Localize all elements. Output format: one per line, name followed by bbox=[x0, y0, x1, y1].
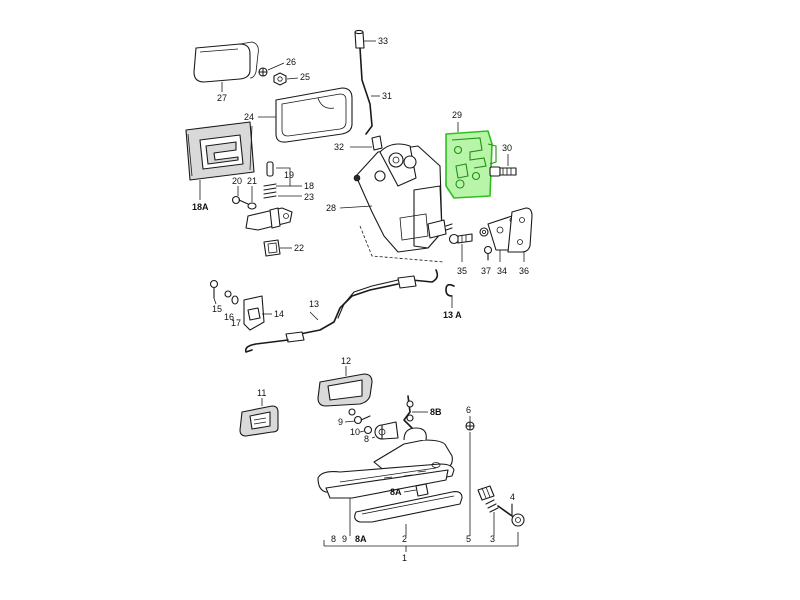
label-8A-mid: 8A bbox=[390, 487, 402, 497]
label-34: 34 bbox=[497, 266, 507, 276]
part-9-screw[interactable] bbox=[353, 415, 371, 425]
assembly-bracket bbox=[323, 432, 519, 552]
label-20: 20 bbox=[232, 176, 242, 186]
part-28-lock-mechanism[interactable] bbox=[353, 135, 453, 253]
part-22-clip[interactable] bbox=[263, 239, 281, 257]
part-26-screw[interactable] bbox=[258, 67, 268, 77]
label-27: 27 bbox=[217, 93, 227, 103]
part-8-lock-cylinder[interactable] bbox=[374, 421, 399, 440]
part-35-bolt[interactable] bbox=[448, 233, 473, 245]
part-15-screw[interactable] bbox=[209, 279, 219, 299]
leader-8 bbox=[371, 436, 376, 439]
label-bottom-9: 9 bbox=[342, 534, 347, 544]
part-27-handle-cap[interactable] bbox=[193, 41, 259, 83]
part-19-pin[interactable] bbox=[266, 161, 274, 177]
part-8B-lever[interactable] bbox=[403, 395, 414, 429]
part-20-screw[interactable] bbox=[231, 195, 249, 205]
part-21-bushing[interactable] bbox=[247, 202, 257, 210]
leader-10 bbox=[359, 430, 365, 433]
part-30-bolt[interactable] bbox=[489, 166, 517, 177]
label-13: 13 bbox=[309, 299, 319, 309]
label-12: 12 bbox=[341, 356, 351, 366]
part-36-striker-plate[interactable] bbox=[507, 207, 533, 253]
part-13-operating-rod[interactable] bbox=[244, 269, 439, 353]
leader-8A-mid bbox=[403, 489, 417, 493]
leader-25 bbox=[286, 77, 299, 80]
label-36: 36 bbox=[519, 266, 529, 276]
label-22: 22 bbox=[294, 243, 304, 253]
part-23-spring[interactable] bbox=[263, 183, 277, 199]
part-16-washer[interactable] bbox=[224, 290, 232, 298]
label-18A: 18A bbox=[192, 202, 209, 212]
part-14-bracket[interactable] bbox=[243, 295, 265, 331]
part-2-handle-trim[interactable] bbox=[354, 491, 463, 523]
part-12-gasket[interactable] bbox=[317, 373, 373, 407]
label-37: 37 bbox=[481, 266, 491, 276]
part-18A-gasket[interactable] bbox=[185, 121, 255, 181]
part-outer-door-handle[interactable] bbox=[317, 427, 455, 499]
bracket-18 bbox=[276, 167, 291, 187]
part-5-lock-pin[interactable] bbox=[477, 485, 495, 501]
label-bottom-1: 1 bbox=[402, 553, 407, 563]
label-31: 31 bbox=[382, 91, 392, 101]
label-21: 21 bbox=[247, 176, 257, 186]
part-37-screw[interactable] bbox=[483, 245, 493, 261]
part-13A-clip[interactable] bbox=[445, 283, 455, 297]
leader-26 bbox=[267, 62, 285, 71]
label-29: 29 bbox=[452, 110, 462, 120]
label-23: 23 bbox=[304, 192, 314, 202]
part-3-spring[interactable] bbox=[485, 499, 499, 513]
part-29-latch-plate-highlighted[interactable] bbox=[445, 130, 497, 199]
label-30: 30 bbox=[502, 143, 512, 153]
label-32: 32 bbox=[334, 142, 344, 152]
part-31-lock-rod[interactable] bbox=[359, 47, 373, 135]
label-9: 9 bbox=[338, 417, 343, 427]
label-18: 18 bbox=[304, 181, 314, 191]
label-8: 8 bbox=[364, 434, 369, 444]
part-6-screw[interactable] bbox=[465, 421, 475, 431]
part-25-nut[interactable] bbox=[273, 72, 287, 86]
label-bottom-5: 5 bbox=[466, 534, 471, 544]
label-13A: 13 A bbox=[443, 310, 462, 320]
label-15: 15 bbox=[212, 304, 222, 314]
label-bottom-2: 2 bbox=[402, 534, 407, 544]
label-11: 11 bbox=[257, 388, 266, 398]
label-35: 35 bbox=[457, 266, 467, 276]
leader-13 bbox=[309, 311, 319, 321]
part-24-bezel[interactable] bbox=[275, 87, 353, 143]
label-8B: 8B bbox=[430, 407, 442, 417]
part-33-rod-knob[interactable] bbox=[354, 29, 365, 49]
label-4: 4 bbox=[510, 492, 515, 502]
leader-28 bbox=[339, 205, 373, 209]
label-28: 28 bbox=[326, 203, 336, 213]
leader-9 bbox=[344, 420, 356, 423]
label-19: 19 bbox=[284, 170, 294, 180]
part-11-gasket[interactable] bbox=[239, 405, 279, 437]
part-screw-near-12[interactable] bbox=[348, 408, 356, 416]
label-33: 33 bbox=[378, 36, 388, 46]
part-8A-clip[interactable] bbox=[415, 483, 429, 497]
label-17: 17 bbox=[231, 318, 241, 328]
part-37-washer[interactable] bbox=[479, 227, 489, 237]
label-16: 16 bbox=[224, 312, 234, 322]
part-lever-assembly[interactable] bbox=[245, 207, 293, 231]
label-bottom-3: 3 bbox=[490, 534, 495, 544]
label-25: 25 bbox=[300, 72, 310, 82]
part-17-washer[interactable] bbox=[231, 295, 239, 305]
label-bottom-8: 8 bbox=[331, 534, 336, 544]
label-10: 10 bbox=[350, 427, 360, 437]
part-4-key[interactable] bbox=[497, 503, 525, 527]
leader-15 bbox=[213, 297, 217, 305]
part-10-nut[interactable] bbox=[363, 425, 373, 435]
label-24: 24 bbox=[244, 112, 254, 122]
label-6: 6 bbox=[466, 405, 471, 415]
label-26: 26 bbox=[286, 57, 296, 67]
label-14: 14 bbox=[274, 309, 284, 319]
label-bottom-8A: 8A bbox=[355, 534, 367, 544]
